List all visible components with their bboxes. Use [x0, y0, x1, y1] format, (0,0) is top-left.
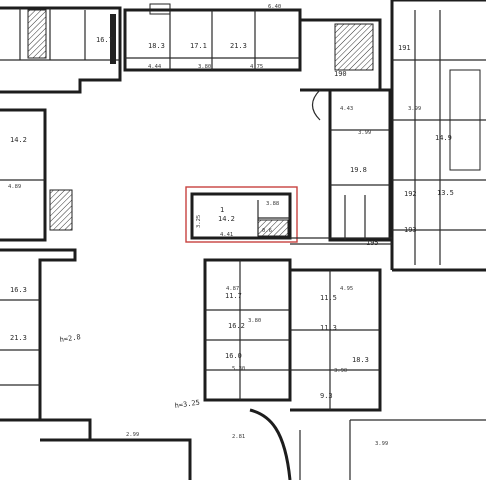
room-label: 11.3 — [320, 324, 337, 332]
room-label: 16.7 — [96, 36, 113, 44]
room-number-label: 1 — [220, 206, 224, 214]
dimension-label: 3.90 — [334, 368, 347, 374]
room-label: 17.1 — [190, 42, 207, 50]
dim-small-label: 0.6 — [262, 228, 272, 234]
courtyard-label-1: h=2.8 — [59, 333, 81, 344]
dimension-label: 4.43 — [340, 106, 353, 112]
dimension-label: 4.87 — [226, 286, 239, 292]
block-central-south — [90, 258, 486, 480]
highlighted-room[interactable]: 14.2 1 3.88 3.25 4.41 0.6 — [185, 186, 298, 243]
courtyard-label-2: h=3.25 — [174, 399, 200, 410]
dim-bottom-label: 4.41 — [220, 232, 233, 238]
stair-hatch — [49, 189, 73, 231]
dimension-label: 2.99 — [126, 432, 139, 438]
dimension-label: 2.81 — [232, 434, 245, 440]
room-area-label: 14.2 — [218, 215, 235, 223]
room-label: 16.0 — [225, 352, 242, 360]
dimension-label: 4.89 — [8, 184, 21, 190]
block-top-middle — [123, 3, 382, 92]
room-label: 19.8 — [350, 166, 367, 174]
section-labels: 191 192 193 195 190 — [334, 44, 417, 247]
section-label: 190 — [334, 70, 347, 78]
room-label: 18.3 — [352, 356, 369, 364]
corridor-lines — [290, 89, 392, 245]
block-right — [328, 0, 486, 272]
block-top-left — [0, 6, 122, 94]
room-labels: 16.7 18.3 17.1 21.3 14.2 19.8 16.3 11.3 … — [10, 36, 454, 400]
room-label: 14.9 — [435, 134, 452, 142]
dimension-label: 4.95 — [340, 286, 353, 292]
room-label: 16.3 — [10, 286, 27, 294]
room-label: 18.3 — [148, 42, 165, 50]
dimension-label: 3.99 — [408, 106, 421, 112]
highlight-box — [185, 186, 298, 243]
room-label: 9.3 — [320, 392, 333, 400]
room-label: 14.2 — [10, 136, 27, 144]
section-label: 191 — [398, 44, 411, 52]
dim-top-label: 3.88 — [266, 201, 279, 207]
section-label: 193 — [404, 226, 417, 234]
dimension-label: 3.80 — [198, 64, 211, 70]
dimension-label: 3.99 — [358, 130, 371, 136]
dimension-label: 5.30 — [232, 366, 245, 372]
stair-hatch — [334, 23, 374, 71]
dimension-label: 3.99 — [375, 441, 388, 447]
room-label: 11.7 — [225, 292, 242, 300]
dimension-label: 3.80 — [248, 318, 261, 324]
dimension-label: 4.44 — [148, 64, 162, 70]
room-label: 11.5 — [320, 294, 337, 302]
dimension-label: 4.75 — [250, 64, 263, 70]
section-label: 195 — [366, 239, 379, 247]
dim-side-label: 3.25 — [196, 215, 202, 228]
wall-block — [110, 14, 116, 64]
room-label: 21.3 — [10, 334, 27, 342]
dimension-label: 6.40 — [268, 4, 281, 10]
room-label: 21.3 — [230, 42, 247, 50]
dimension-labels: 4.44 3.80 4.75 4.43 3.99 3.99 4.87 3.80 … — [8, 4, 421, 447]
section-label: 192 — [404, 190, 417, 198]
room-label: 13.5 — [437, 189, 454, 197]
room-label: 16.2 — [228, 322, 245, 330]
bathroom-fixture — [257, 219, 289, 237]
stair-hatch — [27, 9, 47, 59]
block-left — [0, 108, 92, 442]
